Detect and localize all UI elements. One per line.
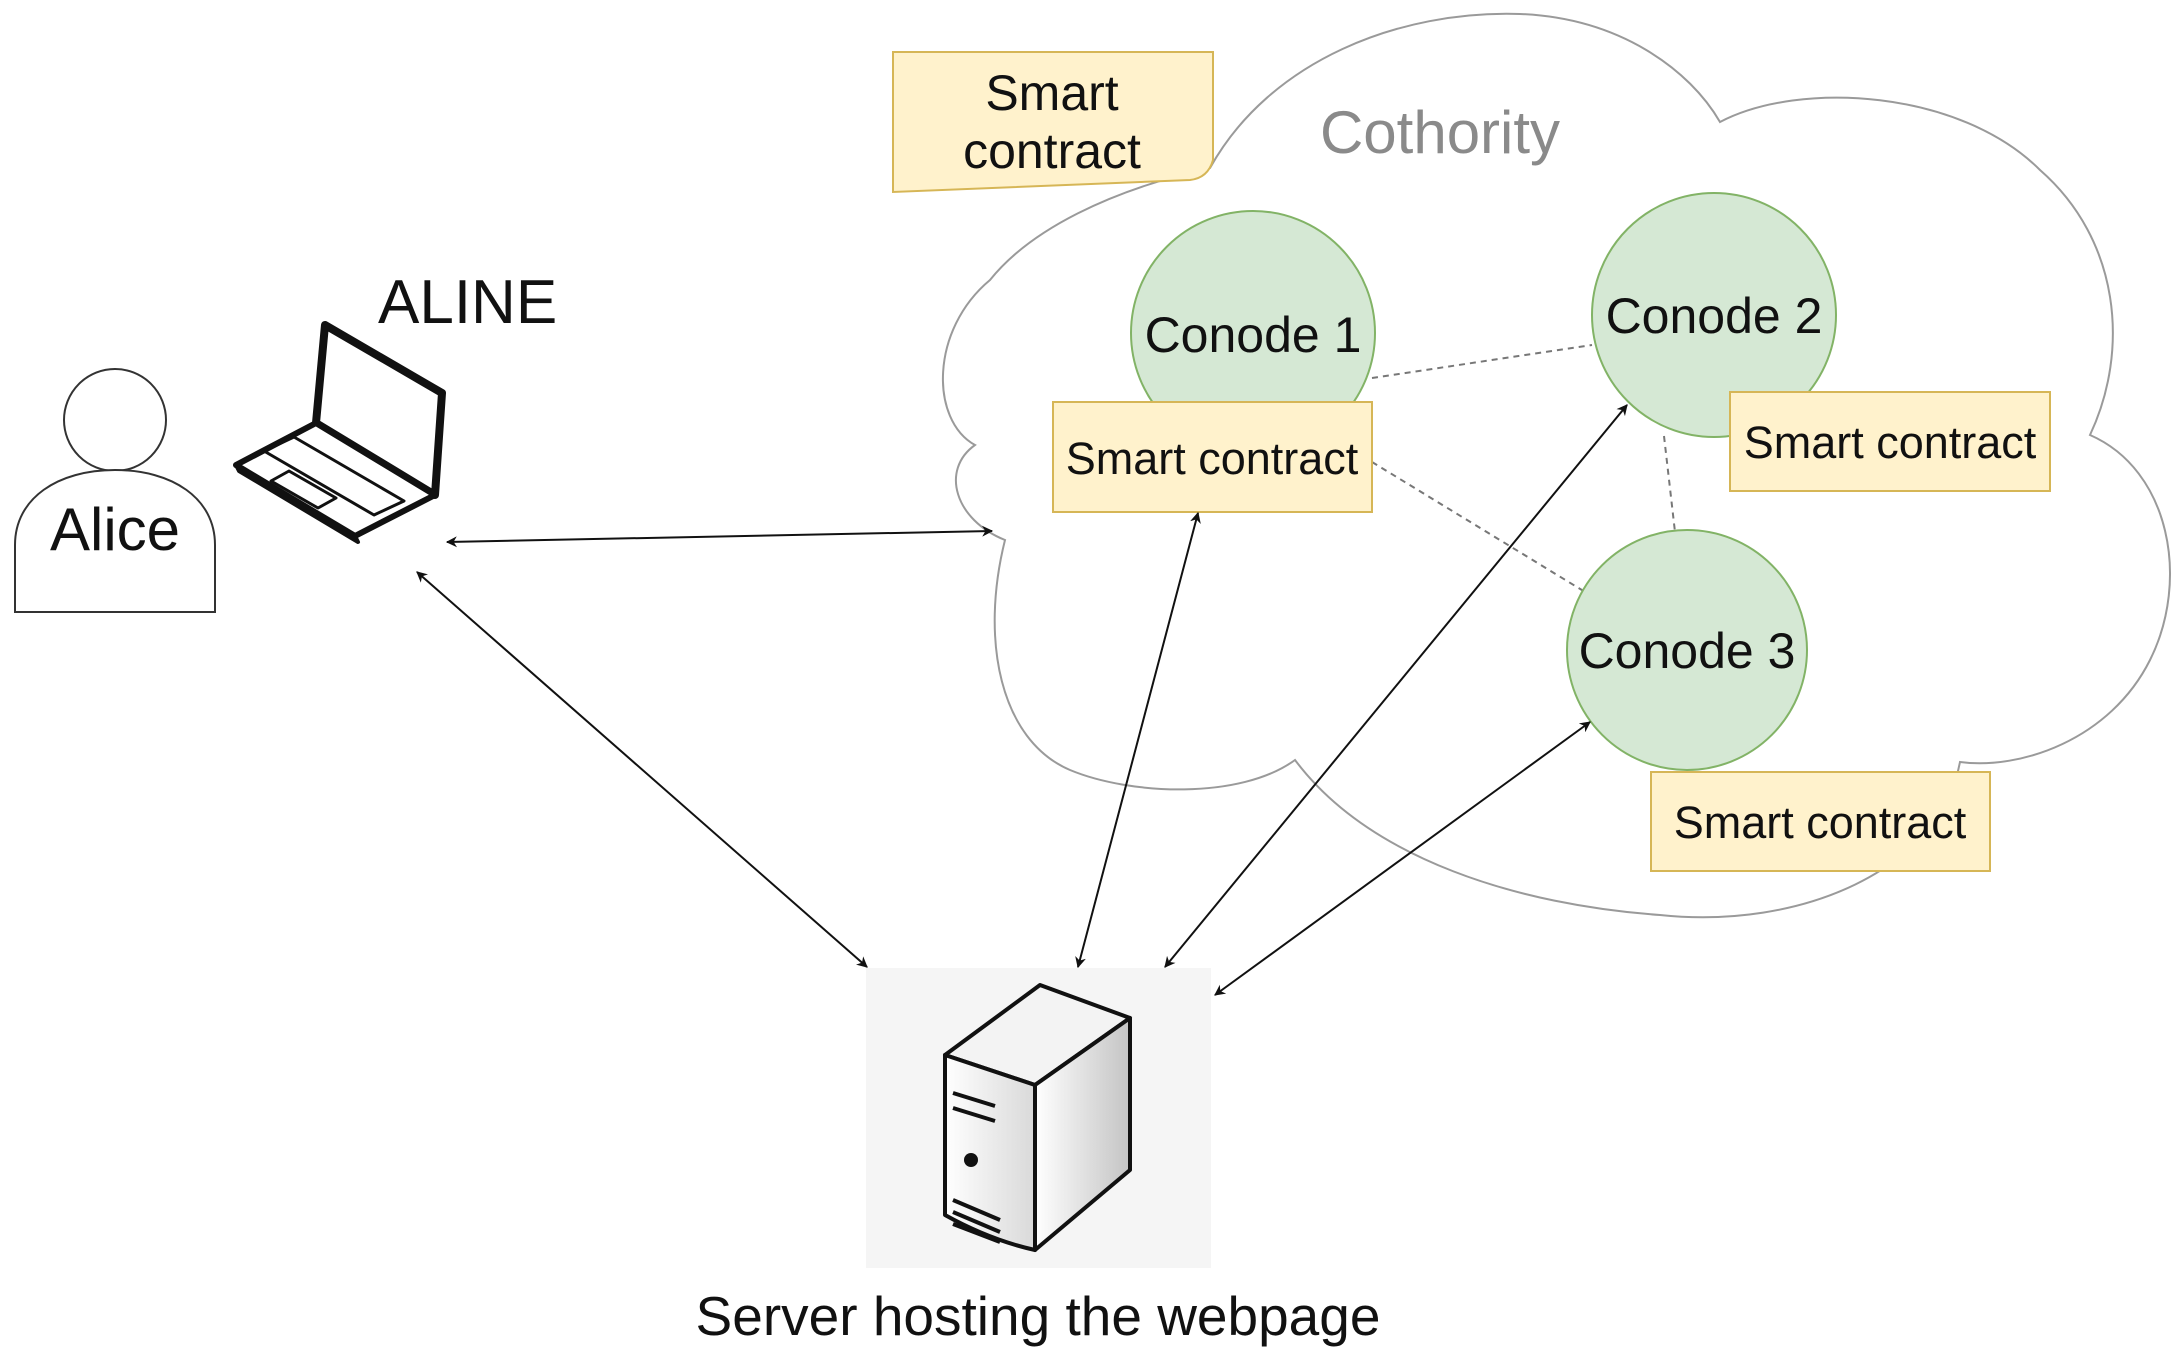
arrow-conode3-server: [1214, 721, 1591, 996]
conode-2-contract-label: Smart contract: [1744, 417, 2037, 468]
user-icon: Alice: [14, 368, 216, 613]
cloud-label: Cothority: [1320, 99, 1560, 166]
conode-3-label: Conode 3: [1579, 623, 1796, 679]
conode-2-smart-contract: Smart contract: [1729, 391, 2051, 492]
arrow-laptop-server: [416, 571, 868, 968]
server-icon: [866, 968, 1211, 1268]
laptop-label: ALINE: [378, 268, 557, 337]
link-conode2-conode3: [1663, 435, 1676, 533]
conode-3: Conode 3: [1566, 529, 1808, 771]
conode-3-contract-label: Smart contract: [1674, 797, 1967, 848]
arrows: [416, 404, 1628, 996]
arrow-laptop-cothority: [445, 525, 994, 548]
conode-1: Conode 1: [1130, 210, 1376, 456]
link-conode1-conode2: [1371, 344, 1593, 379]
conode-2-label: Conode 2: [1606, 288, 1823, 344]
user-label: Alice: [50, 496, 180, 563]
conode-3-smart-contract: Smart contract: [1650, 771, 1991, 872]
server-label: Server hosting the webpage: [696, 1285, 1381, 1347]
conode-2: Conode 2: [1591, 192, 1837, 438]
conode-1-contract-label: Smart contract: [1066, 433, 1359, 484]
conode-1-label: Conode 1: [1145, 307, 1362, 363]
laptop-icon: ALINE: [233, 268, 557, 544]
note-line-2: contract: [963, 123, 1141, 179]
conode-1-smart-contract: Smart contract: [1052, 401, 1373, 513]
smart-contract-note: Smart contract: [892, 51, 1214, 194]
note-line-1: Smart: [985, 65, 1118, 121]
